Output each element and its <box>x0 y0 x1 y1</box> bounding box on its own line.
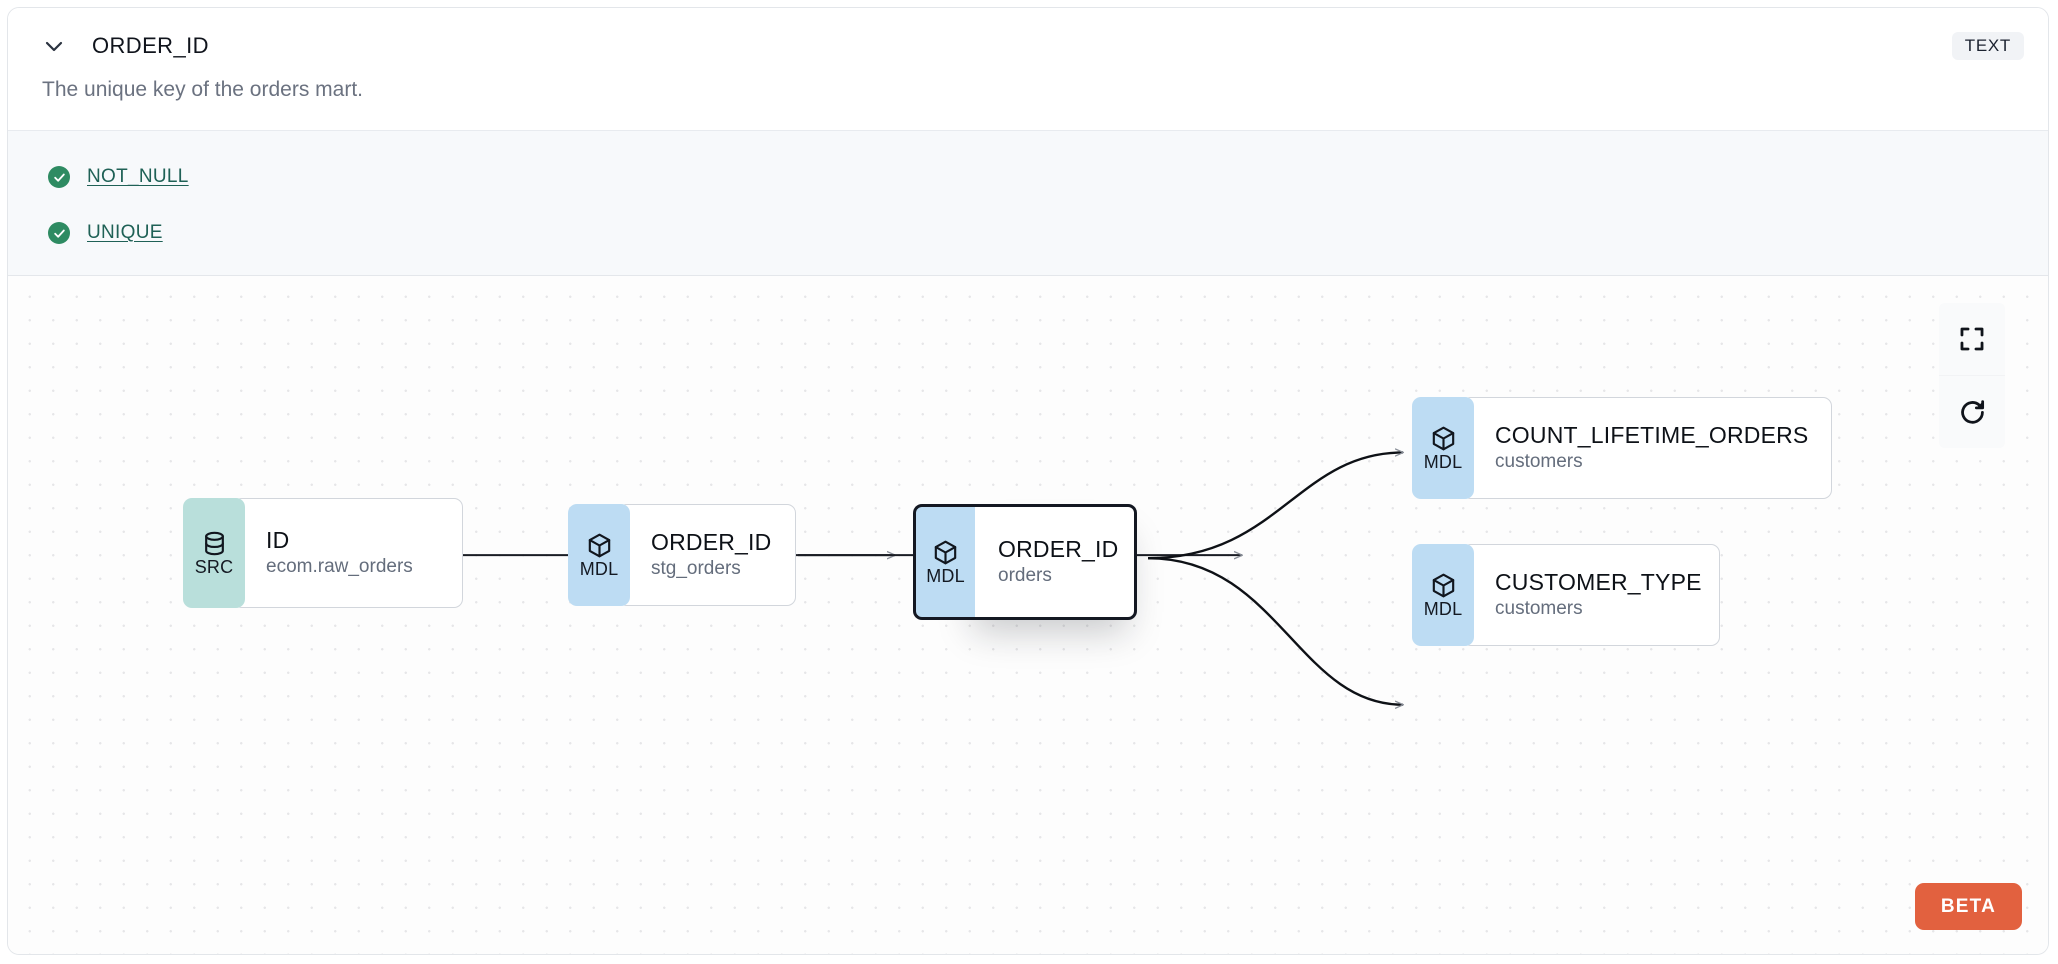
edge-orders-to-customer-type <box>1147 556 1403 705</box>
lineage-node-orders-order-id[interactable]: MDL ORDER_ID orders <box>913 504 1137 620</box>
model-type-label: MDL <box>1423 452 1463 472</box>
model-type-badge: MDL <box>1412 544 1474 646</box>
fullscreen-icon <box>1960 327 1984 351</box>
node-resource-name: customers <box>1495 451 1583 473</box>
column-description: The unique key of the orders mart. <box>42 78 363 101</box>
edge-orders-to-count-lifetime-orders <box>1147 452 1403 560</box>
node-resource-name: orders <box>998 565 1052 587</box>
check-circle-icon <box>48 166 70 188</box>
chevron-down-icon[interactable] <box>38 30 70 62</box>
model-type-label: MDL <box>1423 599 1463 619</box>
refresh-button[interactable] <box>1939 375 2005 448</box>
lineage-node-count-lifetime-orders[interactable]: MDL COUNT_LIFETIME_ORDERS customers <box>1412 397 1832 499</box>
check-circle-icon <box>48 222 70 244</box>
test-row: NOT_NULL <box>8 149 2048 205</box>
lineage-canvas[interactable]: SRC ID ecom.raw_orders MDL <box>8 276 2048 954</box>
tests-section: NOT_NULL UNIQUE <box>8 130 2048 276</box>
column-header: ORDER_ID TEXT The unique key of the orde… <box>8 8 2048 130</box>
node-resource-name: customers <box>1495 598 1583 620</box>
data-type-badge: TEXT <box>1951 32 2024 60</box>
model-type-label: MDL <box>926 566 965 586</box>
source-type-label: SRC <box>194 557 234 577</box>
lineage-node-customer-type[interactable]: MDL CUSTOMER_TYPE customers <box>1412 544 1720 646</box>
node-resource-name: stg_orders <box>651 558 741 580</box>
model-type-badge: MDL <box>1412 397 1474 499</box>
cube-icon <box>1432 573 1454 598</box>
refresh-icon <box>1960 399 1984 424</box>
lineage-node-src-id[interactable]: SRC ID ecom.raw_orders <box>183 498 463 608</box>
node-body: COUNT_LIFETIME_ORDERS customers <box>1462 397 1832 499</box>
test-link-not-null[interactable]: NOT_NULL <box>87 166 189 187</box>
test-row: UNIQUE <box>8 205 2048 261</box>
fit-view-button[interactable] <box>1939 303 2005 375</box>
canvas-controls <box>1939 303 2005 448</box>
model-type-badge: MDL <box>913 504 975 620</box>
source-type-badge: SRC <box>183 498 245 608</box>
node-column-name: CUSTOMER_TYPE <box>1495 568 1702 595</box>
test-link-unique[interactable]: UNIQUE <box>87 222 163 243</box>
column-header-row: ORDER_ID <box>8 8 2048 62</box>
node-column-name: COUNT_LIFETIME_ORDERS <box>1495 421 1809 448</box>
beta-badge[interactable]: BETA <box>1914 883 2022 930</box>
cube-icon <box>1432 426 1454 451</box>
node-body: ORDER_ID orders <box>963 504 1137 620</box>
node-column-name: ORDER_ID <box>651 528 772 555</box>
node-column-name: ID <box>266 526 290 553</box>
node-body: ID ecom.raw_orders <box>233 498 463 608</box>
column-detail-card: ORDER_ID TEXT The unique key of the orde… <box>7 7 2049 955</box>
model-type-label: MDL <box>579 559 619 579</box>
lineage-node-stg-order-id[interactable]: MDL ORDER_ID stg_orders <box>568 504 796 606</box>
node-column-name: ORDER_ID <box>998 535 1119 562</box>
cube-icon <box>588 533 610 558</box>
node-body: CUSTOMER_TYPE customers <box>1462 544 1720 646</box>
cube-icon <box>934 540 957 565</box>
page-title: ORDER_ID <box>92 33 209 58</box>
model-type-badge: MDL <box>568 504 630 606</box>
node-body: ORDER_ID stg_orders <box>618 504 796 606</box>
database-icon <box>204 531 224 556</box>
node-resource-name: ecom.raw_orders <box>266 556 413 578</box>
